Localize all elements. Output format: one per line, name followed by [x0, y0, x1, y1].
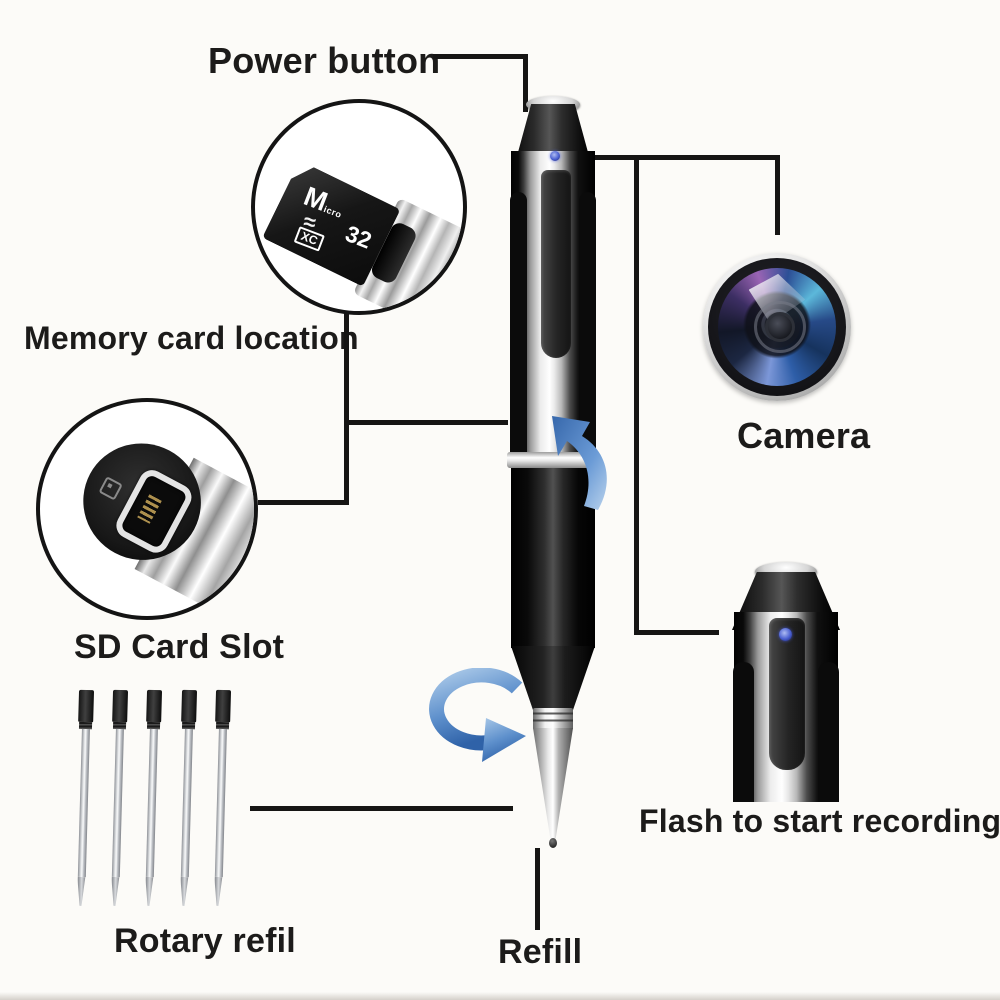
microsd-brand-suffix: icro: [322, 204, 344, 220]
connector-led-h: [560, 155, 780, 160]
refill-tube: [145, 728, 158, 878]
rotate-up-arrow-icon: [552, 416, 607, 510]
refill-tip: [214, 877, 223, 906]
pen-center-ring: [507, 452, 599, 468]
sd-slot-scene: [59, 417, 258, 620]
pen-ballpoint: [549, 838, 557, 848]
memory-card-callout-circle: Micro ≈ 32 XC: [251, 99, 467, 315]
connector-power-button-v: [523, 54, 528, 112]
refill-cap: [215, 689, 232, 723]
pen-barrel-tail: [254, 526, 258, 620]
connector-memory-v: [344, 305, 349, 505]
refill-item: [107, 689, 129, 908]
refill-item: [210, 689, 232, 908]
microsd-card-markings: Micro ≈ 32 XC: [300, 183, 348, 223]
pen-side-panel-left: [733, 662, 754, 802]
pen-top-enlarged: [730, 560, 842, 802]
rotation-arrow-icon: [429, 668, 526, 762]
sd-slot-contacts: [137, 494, 162, 524]
connector-power-button-h: [433, 54, 528, 59]
reset-square-icon: [98, 476, 123, 501]
memory-card-scene: Micro ≈ 32 XC: [256, 147, 463, 311]
connector-flash-h: [634, 630, 719, 635]
connector-camera-v: [775, 155, 780, 235]
power-button-label: Power button: [208, 40, 441, 81]
sd-card-slot-label: SD Card Slot: [74, 628, 285, 666]
pen-tip-cone: [533, 728, 573, 841]
refill-tip: [145, 877, 154, 906]
refill-item: [73, 689, 95, 908]
refill-tube: [77, 728, 90, 878]
sd-slot-callout-circle: [36, 398, 258, 620]
pen-side-panel-left: [510, 192, 527, 458]
pen-tip-collar: [533, 708, 573, 730]
connector-rotary-refil-h: [250, 806, 513, 811]
refill-cap: [78, 689, 95, 723]
sd-slot-port: [111, 465, 197, 558]
microsd-type-badge: XC: [294, 226, 325, 251]
pen-lower-barrel: [511, 468, 595, 648]
bottom-edge-shade: [0, 992, 1000, 1000]
pen-clip: [769, 618, 805, 770]
refill-tip: [111, 877, 120, 906]
refill-label: Refill: [498, 933, 583, 971]
pen-side-panel-right: [818, 662, 839, 802]
pen-side-panel-right: [579, 192, 596, 458]
connector-memory-to-pen-h: [344, 420, 508, 425]
flash-to-start-recording-label: Flash to start recording: [639, 803, 1000, 839]
refill-cap: [146, 689, 163, 723]
connector-flash-v: [634, 155, 639, 635]
refill-item: [141, 689, 163, 908]
pen-clip: [541, 170, 571, 358]
flash-led-indicator: [779, 628, 792, 641]
refill-tube: [111, 728, 124, 878]
connector-refill-v: [535, 848, 540, 930]
refill-cap: [112, 689, 129, 723]
refill-set: [62, 689, 262, 912]
microsd-capacity: 32: [341, 220, 376, 254]
spy-pen: [505, 96, 601, 858]
memory-card-location-label: Memory card location: [24, 320, 359, 356]
power-led-indicator: [550, 151, 560, 161]
lens-inner-ring: [754, 301, 806, 354]
refill-tube: [214, 728, 227, 878]
camera-label: Camera: [737, 415, 871, 456]
rotary-refil-label: Rotary refil: [114, 922, 296, 960]
refill-tube: [180, 728, 193, 878]
refill-tip: [180, 877, 189, 906]
refill-item: [176, 689, 198, 908]
lens-pupil: [765, 312, 795, 343]
refill-cap: [181, 689, 198, 723]
camera-lens: [703, 253, 851, 401]
connector-sd-slot-h: [258, 500, 349, 505]
refill-tip: [77, 877, 86, 906]
